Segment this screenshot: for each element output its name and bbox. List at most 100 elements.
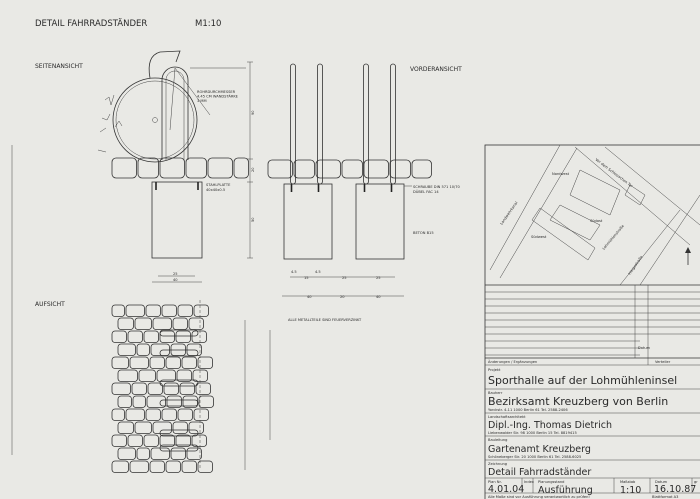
plan-no: 4.01.04 [488, 484, 524, 495]
paving-stone [149, 356, 165, 369]
front-view-title: VORDERANSICHT [410, 66, 462, 73]
dim-20: 20 [340, 295, 345, 299]
side-view: 90 20 50 ROHRDURCHMESSER 4.45 CM WANDSTÄ… [97, 50, 255, 283]
cobblestone [293, 159, 315, 179]
dim-40-b: 40 [376, 295, 381, 299]
map-label-street: Vor dem Schlesischen Tor [594, 158, 633, 189]
map-label-lohmuehlenstrasse: Lohmühlenstraße [602, 223, 626, 250]
rack-plan-bar [159, 379, 199, 387]
paving-stone [159, 330, 175, 343]
architect-name: Dipl.-Ing. Thomas Dietrich [488, 420, 612, 431]
paving-stone [127, 330, 143, 343]
paving-stone [191, 434, 207, 447]
paving-stone [117, 421, 134, 434]
scale-label: Maßstab [620, 480, 636, 484]
plate-label-2: 40x40x0.5 [206, 188, 225, 192]
galvanized-note: ALLE METALLTEILE SIND FEUERVERZINKT [288, 318, 362, 322]
map-label-suedwest: Südwest [531, 235, 547, 239]
paving-stone [147, 382, 163, 395]
cobblestone [233, 157, 249, 179]
top-view [111, 300, 271, 473]
paving-stone [152, 421, 172, 434]
cobblestone [267, 159, 293, 179]
date: 16.10.87 [654, 484, 696, 495]
cobblestone [411, 159, 432, 179]
client-label: Bauherr [488, 391, 503, 395]
drawing-name: Detail Fahrradständer [488, 467, 591, 478]
paving-stone [188, 421, 204, 434]
paving-stone [191, 330, 207, 343]
paving-stone [188, 317, 204, 330]
paving-stone [181, 460, 197, 473]
architect-label: Landschaftsarchitekt [488, 415, 526, 419]
paving-stone [125, 408, 145, 421]
paving-stone [145, 304, 161, 317]
paving-stone [134, 317, 152, 330]
paving-stone [175, 330, 191, 343]
cobblestone [363, 159, 389, 179]
paving-stone [111, 460, 129, 473]
paving-stone [145, 408, 161, 421]
top-view-title: AUFSICHT [35, 301, 65, 308]
cobblestone [207, 157, 233, 179]
changes-label: Änderungen / Ergänzungen [488, 359, 537, 364]
project-name: Sporthalle auf der Lohmühleninsel [488, 374, 677, 387]
paving-stone [197, 356, 213, 369]
cobblestone [137, 157, 159, 179]
side-view-title: SEITENANSICHT [35, 63, 83, 70]
rack-post [390, 63, 396, 185]
bicycle-saddle [148, 50, 181, 79]
paving-stone [198, 395, 214, 408]
paving-stone [186, 447, 202, 460]
dim-side-25: 25 [173, 272, 178, 276]
paving-stone [161, 304, 177, 317]
paving-stone [143, 434, 159, 447]
paving-stone [136, 343, 150, 356]
paving-stone [117, 369, 138, 382]
paving-stone [177, 408, 193, 421]
stage-label: Planungsstand [538, 480, 564, 484]
rack-plan-bar [159, 444, 199, 452]
paving-stone [117, 317, 134, 330]
paving-stone [111, 434, 127, 447]
rack-plan-bar [159, 349, 199, 357]
dim-50: 50 [251, 217, 255, 222]
paving-stone [195, 382, 211, 395]
sheet-scale: M1:10 [195, 19, 221, 29]
client-address: Yorckstr. 4-11 1000 Berlin 61 Tel. 2588-… [488, 408, 568, 412]
tube-label: ROHRDURCHMESSER [197, 90, 236, 94]
paving-stone [111, 382, 131, 395]
footer-note: Alle Maße sind vor Ausführung verantwort… [488, 495, 590, 499]
distribution-label: Verteiler [655, 360, 671, 364]
dim-4-5-a: 4.5 [291, 270, 297, 274]
front-view: SCHRAUBE DIN 571 10/70 DÜBEL FAC 14 BETO… [267, 63, 461, 322]
concrete-label: BETON B15 [413, 231, 434, 235]
rack-plan-bar [159, 429, 199, 437]
dim-25-b: 25 [376, 276, 381, 280]
paving-stone [172, 421, 188, 434]
dim-20: 20 [251, 167, 255, 172]
paving-stone [175, 434, 191, 447]
cobblestone [389, 159, 411, 179]
map-label-hergestrasse: Hergestraße [628, 254, 644, 275]
index-label: Index [524, 480, 535, 484]
paving-stone [134, 421, 152, 434]
site-mgmt-label: Bauleitung [488, 438, 507, 442]
paving-stone [193, 304, 209, 317]
scale: 1:10 [620, 485, 641, 496]
date-col-label: Datum [638, 346, 651, 350]
rack-plan-bar [159, 329, 199, 337]
paving-stone [136, 447, 150, 460]
paving-stone [143, 330, 159, 343]
paving-stone [129, 356, 149, 369]
tube-label-2: 4.45 CM WANDSTÄRKE [197, 94, 239, 99]
rack-post [290, 63, 296, 185]
paving-stone [111, 304, 125, 317]
rack-plan-bar [159, 399, 199, 407]
cobblestone [111, 157, 137, 179]
drawing-label: Zeichnung [488, 462, 507, 466]
paving-stone [111, 330, 127, 343]
sheet-format: Blattformat A3 [652, 495, 678, 499]
tube-label-3: 3 MM [197, 99, 207, 103]
